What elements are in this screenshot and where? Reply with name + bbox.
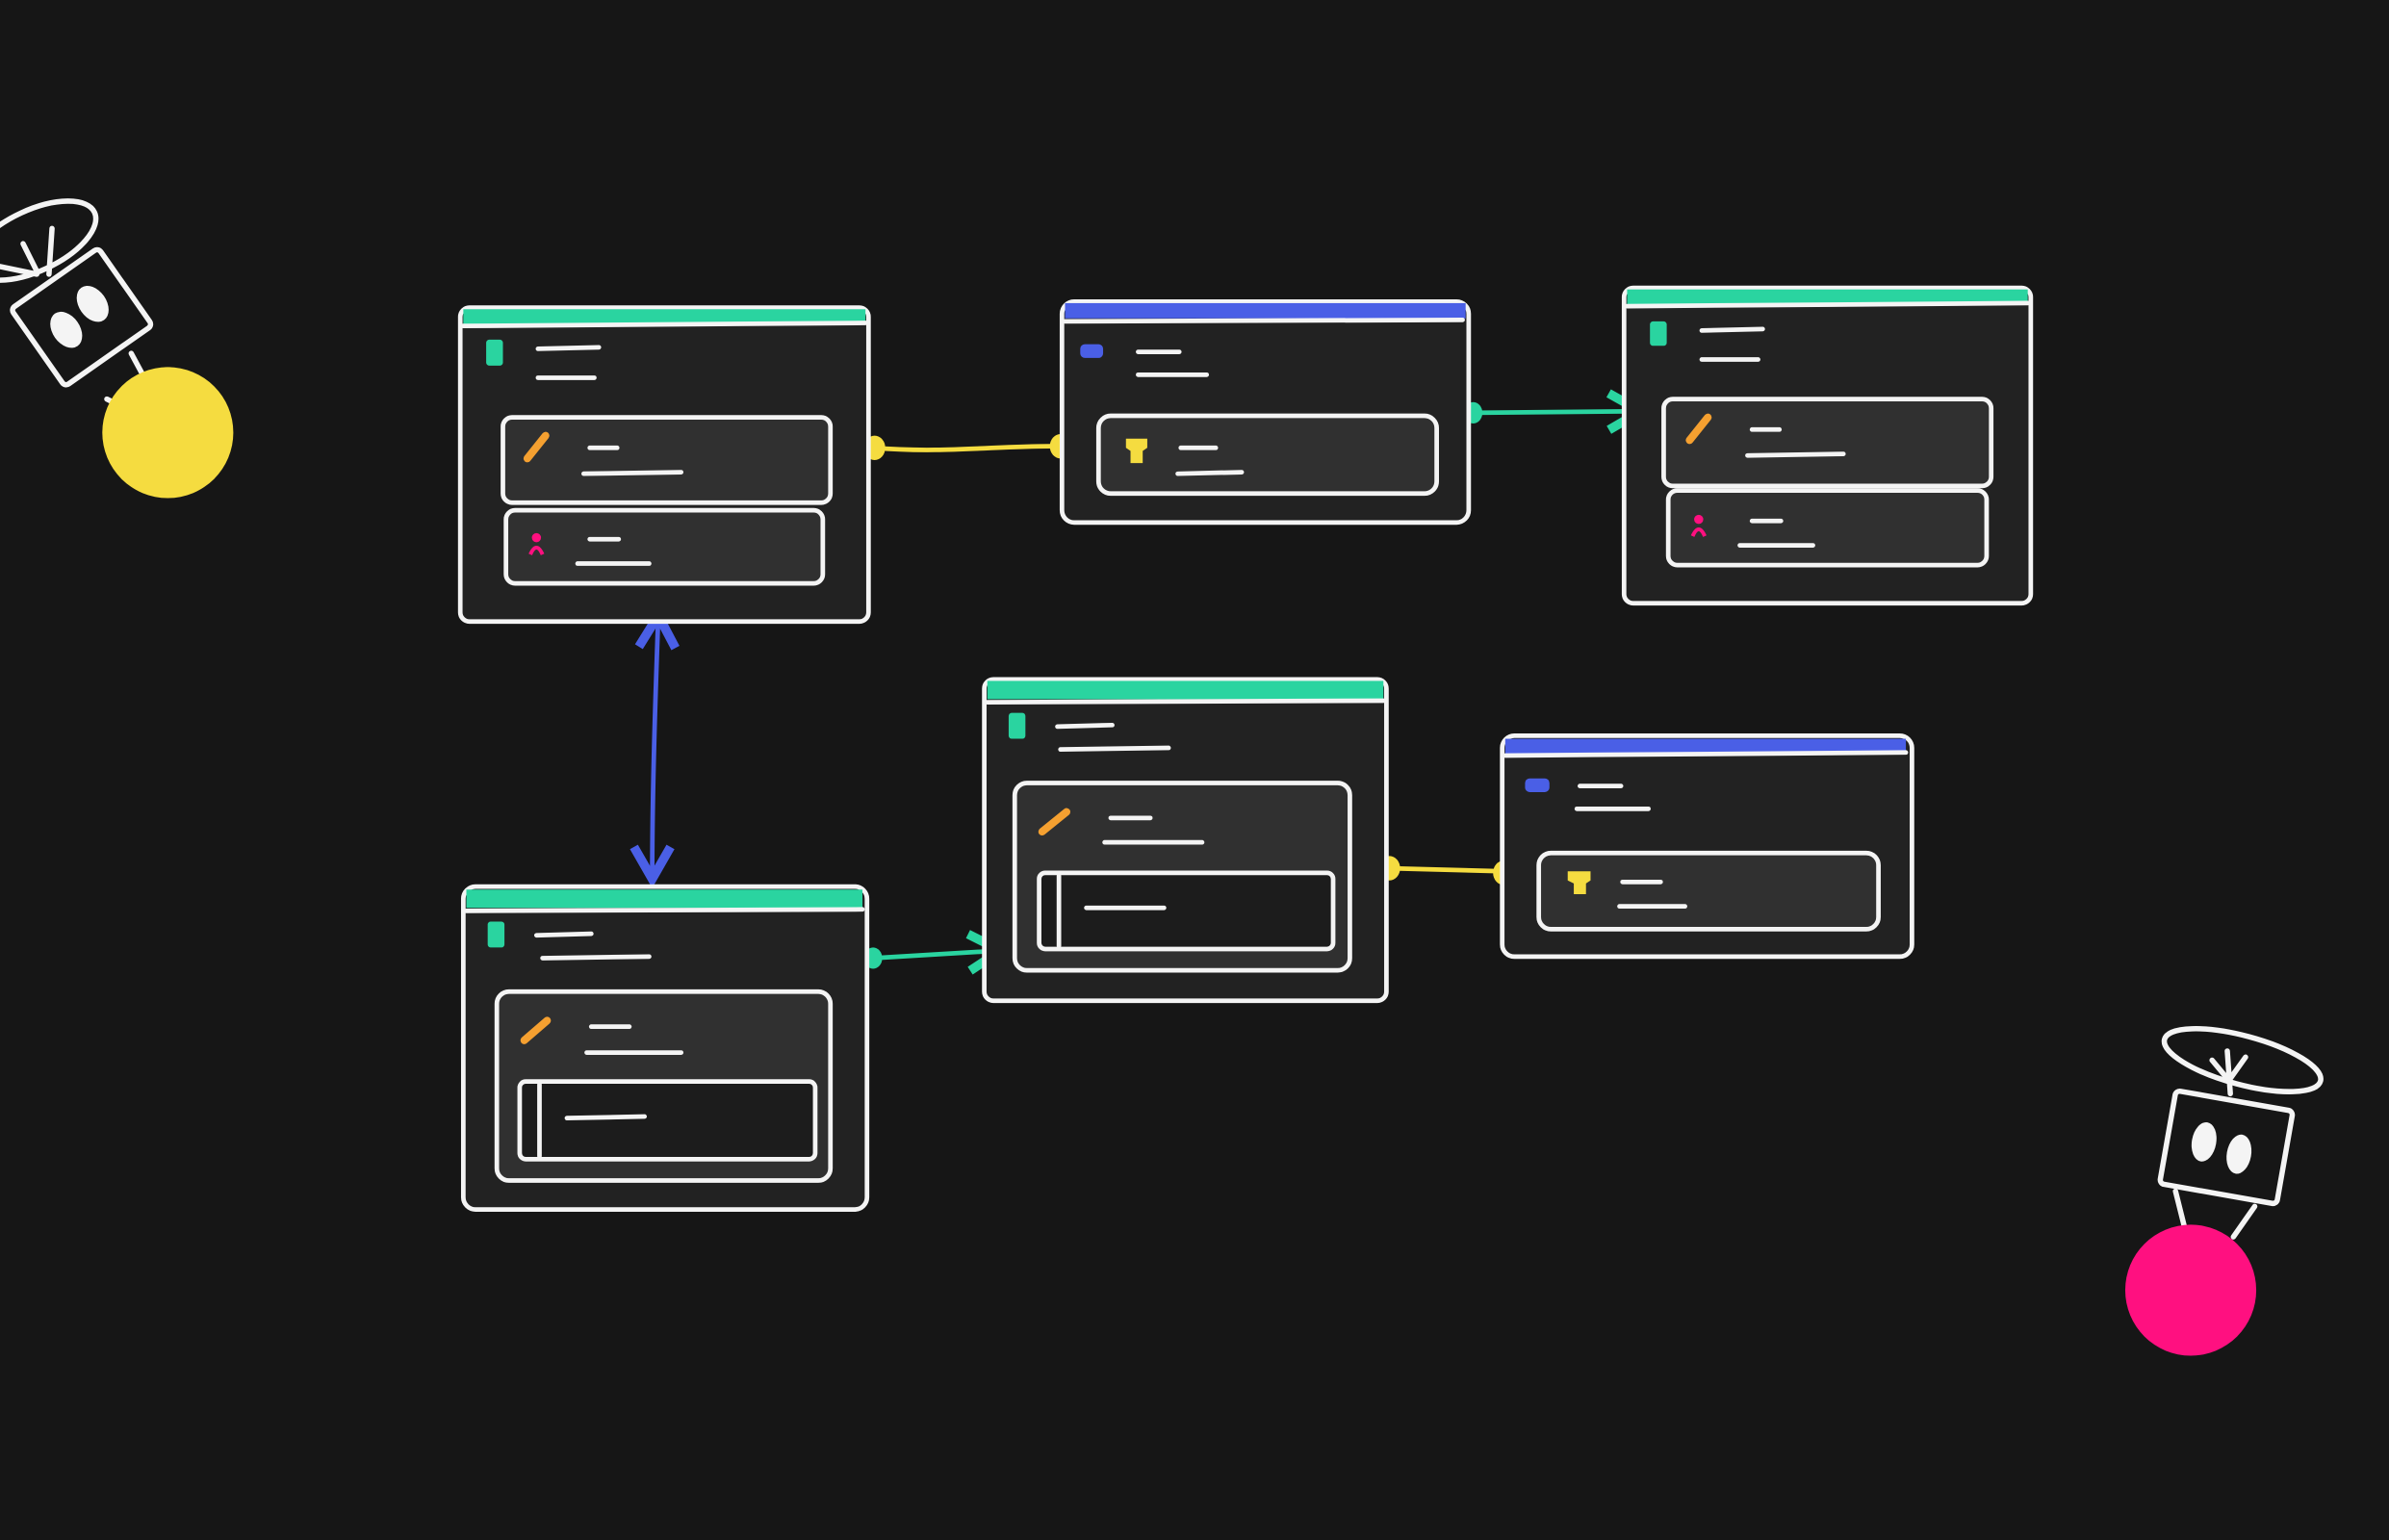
- eye: [50, 311, 83, 348]
- node-header: [463, 309, 866, 325]
- eye: [76, 285, 109, 322]
- row-item[interactable]: [501, 415, 834, 505]
- nested-row[interactable]: [517, 1079, 818, 1162]
- ball-pink: [2124, 1224, 2257, 1356]
- row-item[interactable]: [1012, 781, 1352, 973]
- robot-head: [10, 246, 154, 388]
- link-icon: [523, 431, 550, 463]
- filter-icon: [1125, 438, 1147, 464]
- row-item[interactable]: [494, 988, 834, 1183]
- node-c[interactable]: [1621, 285, 2034, 606]
- propeller-icon: [0, 198, 99, 283]
- node-header: [1065, 302, 1466, 319]
- ball-yellow: [102, 367, 234, 499]
- node-f[interactable]: [460, 884, 870, 1212]
- eye: [2226, 1134, 2252, 1174]
- node-e[interactable]: [1500, 733, 1914, 960]
- connector-a-f[interactable]: [653, 615, 658, 879]
- filter-icon: [1567, 871, 1591, 894]
- node-b[interactable]: [1059, 298, 1472, 526]
- node-d[interactable]: [982, 677, 1389, 1004]
- node-header: [1504, 738, 1907, 755]
- database-icon: [1650, 321, 1667, 346]
- row-item[interactable]: [1536, 850, 1881, 932]
- nested-row[interactable]: [1037, 870, 1336, 952]
- person-icon: [1690, 514, 1707, 537]
- person-icon: [528, 532, 545, 555]
- minus-pill-icon: [1080, 344, 1104, 358]
- node-header: [466, 889, 862, 909]
- robot-right: [2124, 1026, 2324, 1356]
- propeller-icon: [2161, 1026, 2324, 1094]
- robot-left: [0, 198, 234, 499]
- link-icon: [520, 1016, 552, 1044]
- row-item[interactable]: [503, 507, 826, 586]
- database-icon: [1008, 712, 1026, 739]
- robot-head: [2157, 1088, 2296, 1207]
- link-icon: [1038, 808, 1071, 836]
- database-icon: [487, 921, 505, 948]
- database-icon: [486, 339, 503, 366]
- node-header: [1627, 289, 2028, 305]
- eye: [2191, 1121, 2217, 1162]
- row-item[interactable]: [1661, 397, 1994, 489]
- node-a[interactable]: [457, 305, 871, 625]
- minus-pill-icon: [1525, 778, 1550, 792]
- node-header: [987, 680, 1384, 700]
- row-item[interactable]: [1665, 488, 1990, 568]
- row-item[interactable]: [1095, 413, 1440, 497]
- link-icon: [1685, 413, 1712, 445]
